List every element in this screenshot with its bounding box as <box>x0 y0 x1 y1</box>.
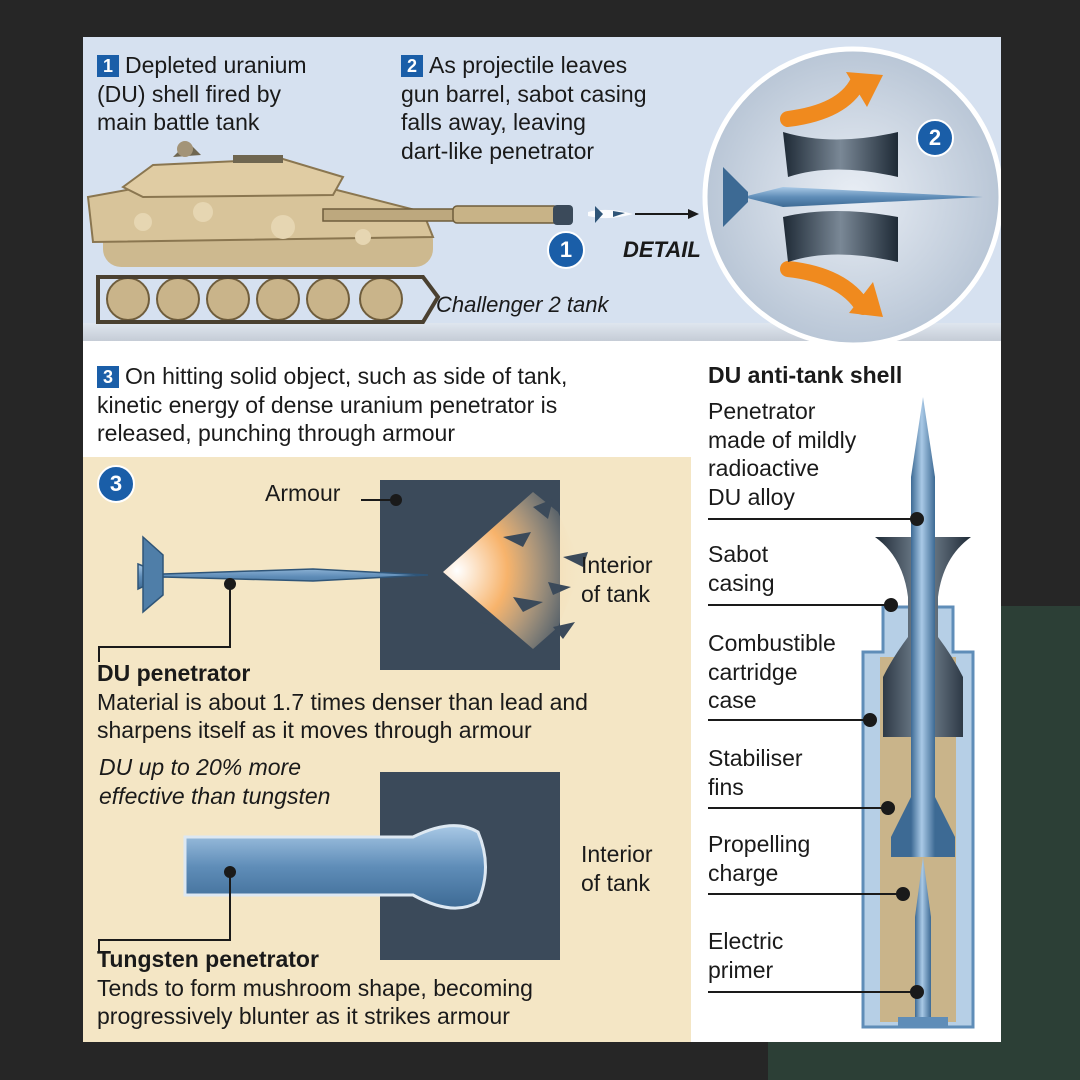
tungsten-penetrator-description: Tungsten penetrator Tends to form mushro… <box>97 946 533 1029</box>
step-3-number: 3 <box>97 366 119 388</box>
shell-part-sabot: Sabot casing <box>708 541 775 596</box>
du-effectiveness-note: DU up to 20% more effective than tungste… <box>99 754 331 809</box>
ground-strip <box>83 323 1001 341</box>
du-shell-cross-section <box>708 397 975 1029</box>
marker-3: 3 <box>97 465 135 503</box>
shell-part-cartridge: Combustible cartridge case <box>708 630 836 713</box>
challenger-tank-illustration <box>86 141 573 324</box>
diagram-graphics <box>86 46 1001 1029</box>
shell-part-primer: Electric primer <box>708 928 784 983</box>
marker-2: 2 <box>916 119 954 157</box>
armour-label: Armour <box>265 480 341 506</box>
step-2-number: 2 <box>401 55 423 77</box>
interior-label-1: Interior of tank <box>581 552 653 607</box>
fired-penetrator <box>588 206 699 223</box>
shell-title: DU anti-tank shell <box>708 362 903 388</box>
detail-label: DETAIL <box>623 237 701 262</box>
shell-part-penetrator: Penetrator made of mildly radioactive DU… <box>708 398 857 510</box>
shell-part-charge: Propelling charge <box>708 831 811 886</box>
du-armour-scene <box>98 480 588 670</box>
step-1-number: 1 <box>97 55 119 77</box>
tungsten-armour-scene <box>98 772 560 960</box>
detail-disc <box>702 46 1001 348</box>
marker-1: 1 <box>547 231 585 269</box>
tungsten-penetrator-title: Tungsten penetrator <box>97 946 319 972</box>
du-penetrator-description: DU penetrator Material is about 1.7 time… <box>97 660 588 743</box>
tank-label: Challenger 2 tank <box>436 292 609 317</box>
du-penetrator-title: DU penetrator <box>97 660 251 686</box>
interior-label-2: Interior of tank <box>581 841 653 896</box>
shell-part-fins: Stabiliser fins <box>708 745 803 800</box>
